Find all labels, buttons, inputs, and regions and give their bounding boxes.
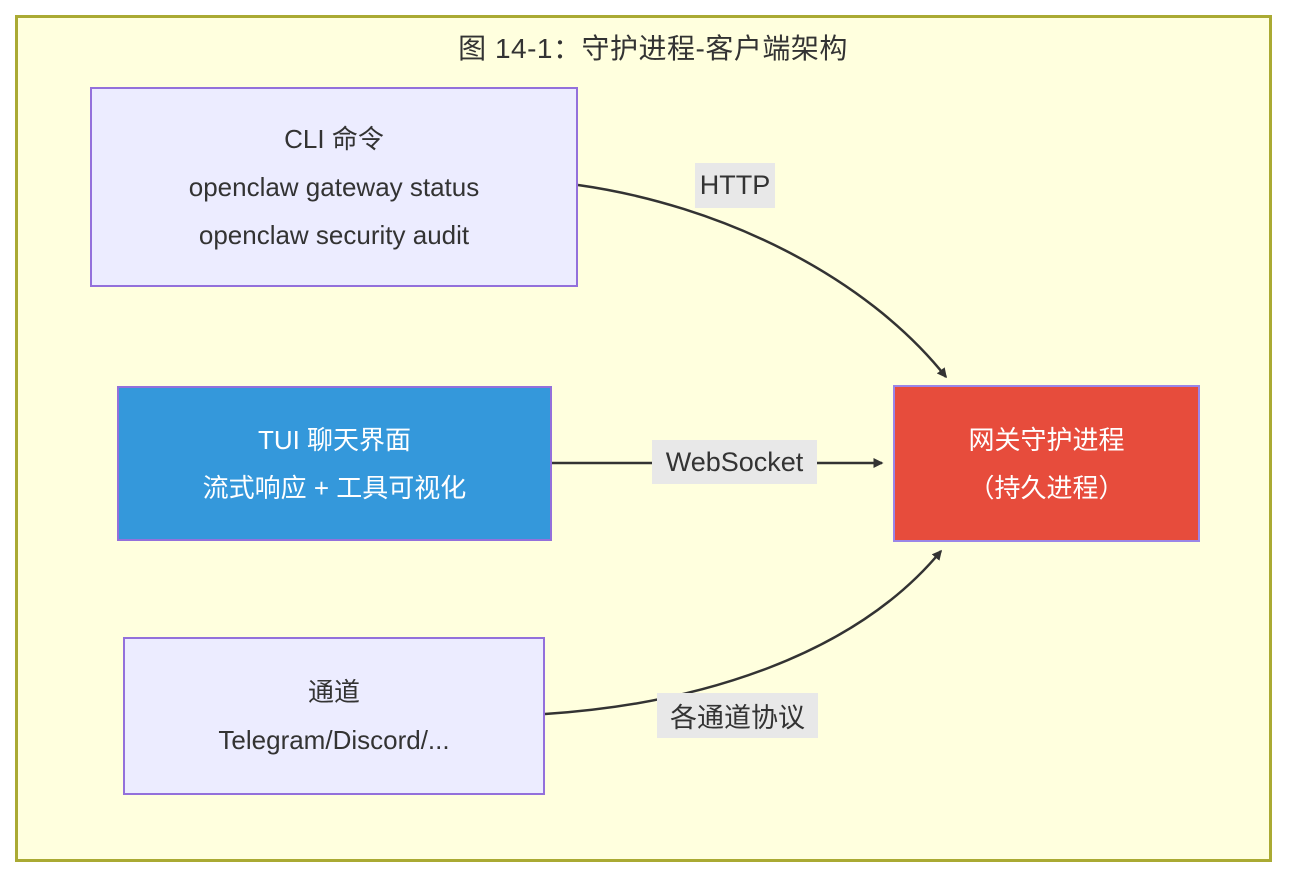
- edge-label-websocket: WebSocket: [652, 440, 817, 484]
- node-gateway-daemon: 网关守护进程 （持久进程）: [893, 385, 1200, 542]
- node-cli-title: CLI 命令: [284, 124, 384, 154]
- node-cli-command-1: openclaw gateway status: [188, 172, 480, 202]
- node-tui-title: TUI 聊天界面: [257, 424, 412, 455]
- node-cli-commands: CLI 命令 openclaw gateway status openclaw …: [90, 87, 578, 287]
- diagram-title: 图 14-1：守护进程-客户端架构: [458, 33, 848, 64]
- node-tui-subtitle: 流式响应 + 工具可视化: [202, 472, 467, 503]
- node-gateway-subtitle: （持久进程）: [968, 472, 1125, 503]
- node-tui-chat: TUI 聊天界面 流式响应 + 工具可视化: [117, 386, 552, 541]
- node-cli-command-2: openclaw security audit: [198, 220, 470, 250]
- node-channels: 通道 Telegram/Discord/...: [123, 637, 545, 795]
- node-gateway-title: 网关守护进程: [968, 424, 1125, 455]
- node-channels-subtitle: Telegram/Discord/...: [218, 725, 450, 755]
- edge-label-channel-protocols: 各通道协议: [657, 693, 818, 738]
- node-channels-title: 通道: [307, 677, 360, 707]
- edge-label-http: HTTP: [695, 163, 775, 208]
